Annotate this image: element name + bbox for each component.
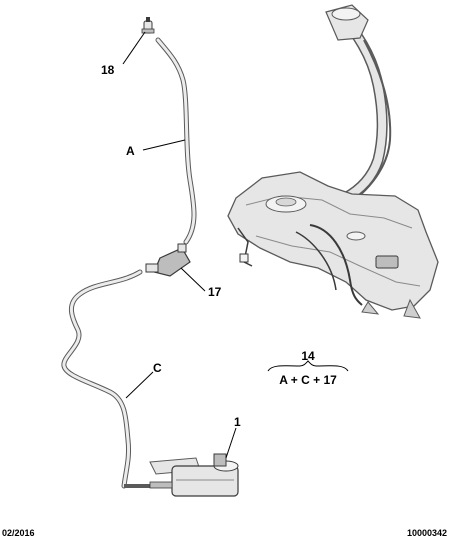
- vent-module: [375, 255, 399, 269]
- hose-c: [61, 269, 150, 489]
- leader-lines: [122, 31, 237, 459]
- callout-c: C: [153, 361, 162, 375]
- callout-17: 17: [208, 285, 222, 299]
- fuel-tank-body: [227, 171, 439, 311]
- callout-a: A: [126, 144, 135, 158]
- hose-a: [155, 37, 197, 245]
- footer-date: 02/2016: [2, 528, 35, 538]
- callout-1: 1: [234, 415, 241, 429]
- assembly-14-formula: A + C + 17: [279, 373, 337, 387]
- fuel-tank-assembly: [227, 4, 439, 319]
- footer-reference: 10000342: [406, 528, 447, 538]
- callout-18: 18: [101, 63, 115, 77]
- valve-17: [145, 243, 191, 277]
- assembly-14-brace: [267, 360, 349, 372]
- connector-18: [141, 17, 155, 34]
- canister-1: [149, 453, 239, 497]
- assembly-14-label: 14: [301, 349, 315, 363]
